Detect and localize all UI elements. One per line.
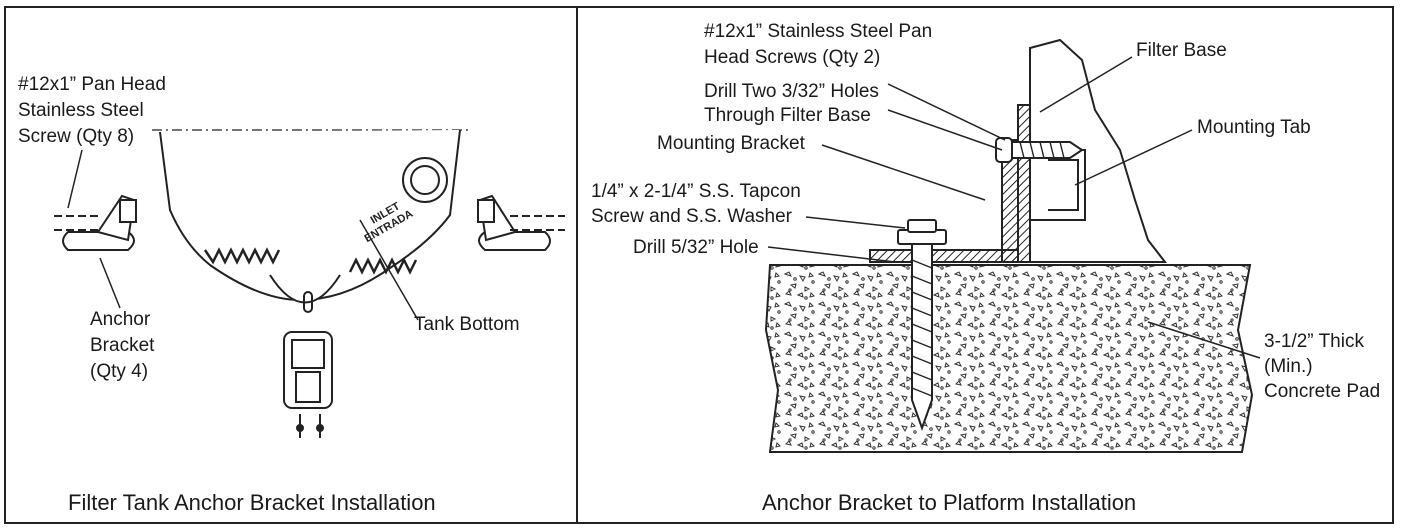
concrete-pad [764,264,1254,453]
left-leader-lines [67,149,419,321]
filter-base-label: Filter Base [1136,40,1227,61]
bracket-label-line-2: Bracket [90,335,155,356]
drill-holes-label-line-1: Drill Two 3/32” Holes [704,81,879,102]
pan-head-screw [995,137,1084,163]
mounting-tab-label: Mounting Tab [1197,117,1311,138]
tapcon-label-line-2: Screw and S.S. Washer [591,206,792,227]
pan-screw-label-line-1: #12x1” Stainless Steel Pan [704,21,933,42]
panel-divider [576,6,578,524]
anchor-bracket-right [477,194,565,251]
tank-bottom-label: Tank Bottom [414,314,520,335]
screw-label-line-3: Screw (Qty 8) [18,126,135,147]
figure-frame [4,6,1394,524]
drill-holes-label-line-2: Through Filter Base [704,105,871,126]
concrete-pad-label-line-1: 3-1/2” Thick [1264,331,1364,352]
pan-screw-label-line-2: Head Screws (Qty 2) [704,47,881,68]
mounting-bracket-plate [869,139,1019,263]
anchor-bracket-left [54,194,137,251]
left-caption: Filter Tank Anchor Bracket Installation [68,490,436,515]
tank-illustration: INLET ENTRADA [152,129,470,313]
concrete-pad-label-line-3: Concrete Pad [1264,381,1381,402]
anchor-bracket-bottom [283,331,333,438]
right-caption: Anchor Bracket to Platform Installation [762,490,1137,515]
screw-label-line-2: Stainless Steel [18,100,144,121]
bracket-label-line-3: (Qty 4) [90,361,149,382]
bracket-label-line-1: Anchor [90,309,151,330]
right-leader-lines [767,56,1261,359]
concrete-pad-label-line-2: (Min.) [1264,356,1313,377]
screw-label-line-1: #12x1” Pan Head [18,74,166,95]
mounting-bracket-label: Mounting Bracket [657,133,805,154]
tapcon-screw [897,219,947,431]
drill-hole-label: Drill 5/32” Hole [633,237,759,258]
tapcon-label-line-1: 1/4” x 2-1/4” S.S. Tapcon [591,181,801,202]
